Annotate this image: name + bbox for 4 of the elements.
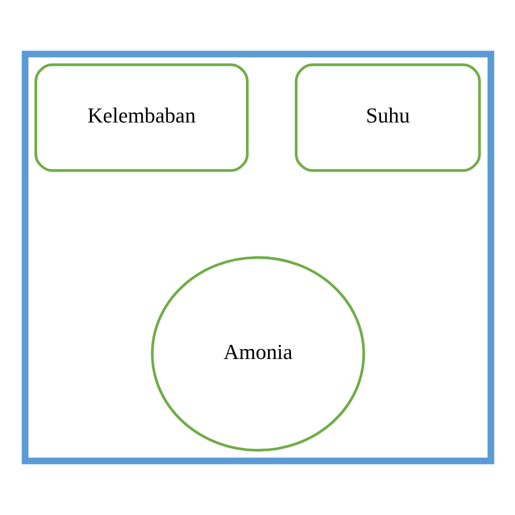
cluster (21, 50, 494, 464)
node-circle: Amonia (150, 256, 365, 452)
node-box: Kelembaban (34, 63, 248, 172)
node-box: Suhu (294, 63, 480, 172)
